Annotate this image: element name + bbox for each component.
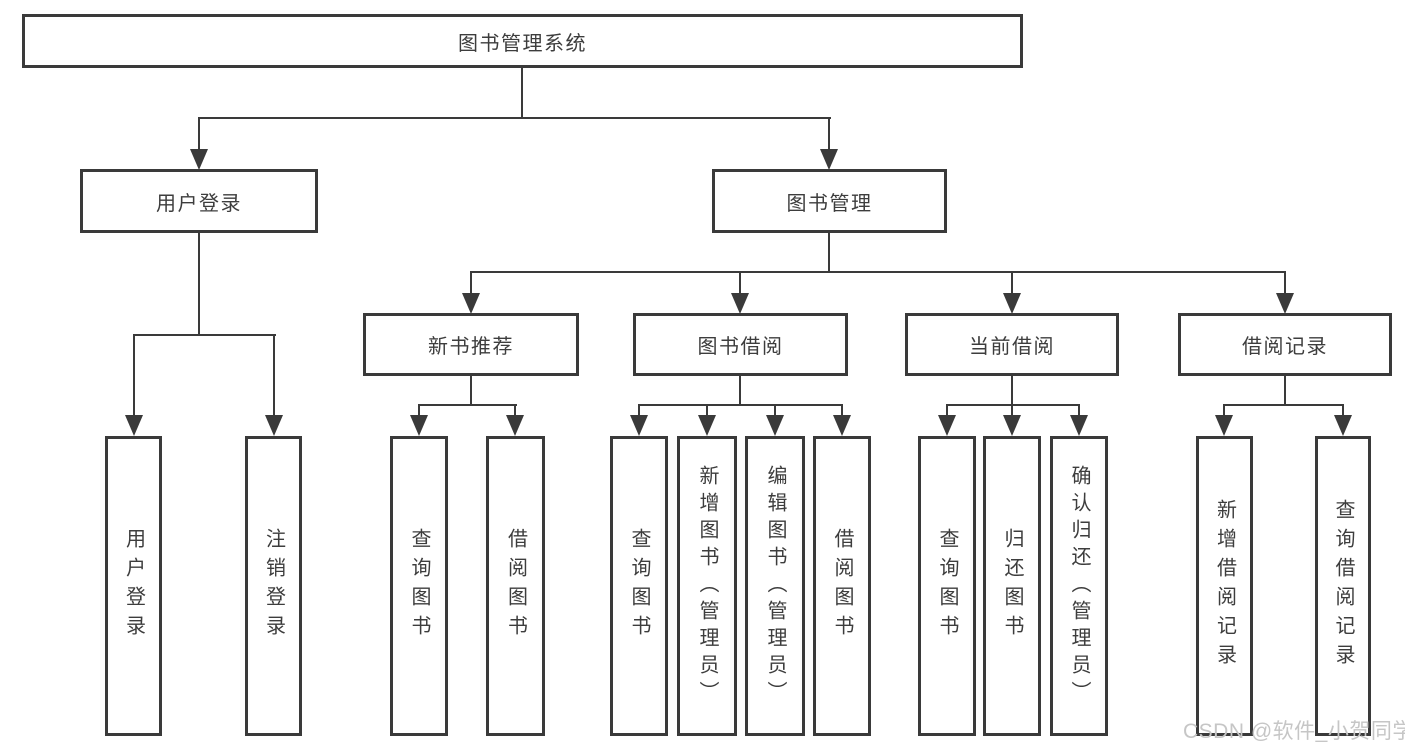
leaf-query-books-borrow: 查询图书	[610, 436, 668, 736]
leaf-add-borrow-record: 新增借阅记录	[1196, 436, 1253, 736]
connector-drop-leaf	[638, 404, 640, 417]
connector-drop-leaf	[418, 404, 420, 417]
connector-root-rail	[198, 117, 831, 119]
node-borrow-records: 借阅记录	[1178, 313, 1392, 376]
connector-current-trunk	[1011, 376, 1013, 405]
leaf-borrow-books-recommend: 借阅图书	[486, 436, 545, 736]
node-label: 借阅图书	[504, 528, 527, 644]
node-label: 注销登录	[262, 528, 285, 644]
leaf-query-books-recommend: 查询图书	[390, 436, 448, 736]
node-label: 查询图书	[408, 528, 430, 644]
node-label: 用户登录	[156, 192, 242, 215]
node-label: 图书管理系统	[458, 32, 587, 55]
connector-drop-book-mgmt	[828, 117, 830, 151]
connector-drop-leaf	[514, 404, 516, 417]
node-label: 图书借阅	[697, 336, 784, 358]
leaf-query-borrow-record: 查询借阅记录	[1315, 436, 1371, 736]
leaf-return-books: 归还图书	[983, 436, 1041, 736]
arrow-down-icon	[731, 293, 749, 314]
arrow-down-icon	[1070, 415, 1088, 436]
connector-user-login-rail	[133, 334, 276, 336]
connector-book-mgmt-trunk	[828, 232, 830, 273]
arrow-down-icon	[1276, 293, 1294, 314]
leaf-edit-book-admin: 编辑图书（管理员）	[745, 436, 805, 736]
node-label: 新书推荐	[428, 336, 514, 358]
leaf-query-books-current: 查询图书	[918, 436, 976, 736]
arrow-down-icon	[1215, 415, 1233, 436]
csdn-watermark: CSDN @软件_小贺同学	[1183, 720, 1405, 743]
arrow-down-icon	[833, 415, 851, 436]
connector-user-login-trunk	[198, 232, 200, 336]
connector-borrow-rail	[638, 404, 843, 406]
arrow-down-icon	[698, 415, 716, 436]
node-label: 借阅记录	[1242, 336, 1328, 358]
arrow-down-icon	[1334, 415, 1352, 436]
node-label: 查询图书	[936, 528, 958, 644]
node-label: 新增借阅记录	[1213, 499, 1236, 673]
node-label: 图书管理	[786, 192, 873, 215]
node-label: 当前借阅	[969, 336, 1055, 358]
connector-drop-leaf	[774, 404, 776, 417]
node-label: 归还图书	[1001, 528, 1023, 644]
node-label: 新增图书（管理员）	[696, 464, 718, 708]
node-book-borrow: 图书借阅	[633, 313, 848, 376]
connector-drop-borrow	[739, 271, 741, 294]
node-current-borrow: 当前借阅	[905, 313, 1119, 376]
leaf-add-book-admin: 新增图书（管理员）	[677, 436, 737, 736]
leaf-user-login: 用户登录	[105, 436, 162, 736]
connector-records-trunk	[1284, 376, 1286, 405]
node-new-book-recommend: 新书推荐	[363, 313, 579, 376]
connector-book-mgmt-rail	[470, 271, 1286, 273]
arrow-down-icon	[506, 415, 524, 436]
connector-borrow-trunk	[739, 376, 741, 405]
connector-drop-leaf	[1223, 404, 1225, 417]
node-library-management-system: 图书管理系统	[22, 14, 1023, 68]
node-user-login: 用户登录	[80, 169, 318, 233]
connector-drop-leaf	[841, 404, 843, 417]
arrow-down-icon	[462, 293, 480, 314]
leaf-borrow-books-borrow: 借阅图书	[813, 436, 871, 736]
connector-records-rail	[1223, 404, 1344, 406]
arrow-down-icon	[766, 415, 784, 436]
node-label: 查询借阅记录	[1332, 499, 1354, 673]
connector-recommend-trunk	[470, 376, 472, 405]
connector-drop-user-login	[198, 117, 200, 151]
arrow-down-icon	[265, 415, 283, 436]
node-label: 确认归还（管理员）	[1068, 464, 1090, 708]
node-book-management: 图书管理	[712, 169, 947, 233]
leaf-confirm-return-admin: 确认归还（管理员）	[1050, 436, 1108, 736]
connector-root-trunk	[521, 68, 523, 118]
arrow-down-icon	[190, 149, 208, 170]
connector-drop-leaf	[273, 334, 275, 416]
node-label: 借阅图书	[831, 528, 853, 644]
connector-recommend-rail	[418, 404, 517, 406]
node-label: 查询图书	[628, 528, 650, 644]
connector-drop-records	[1284, 271, 1286, 294]
leaf-logout: 注销登录	[245, 436, 302, 736]
connector-current-rail	[946, 404, 1080, 406]
arrow-down-icon	[938, 415, 956, 436]
connector-drop-leaf	[1078, 404, 1080, 417]
connector-drop-recommend	[470, 271, 472, 294]
node-label: 用户登录	[122, 528, 145, 644]
connector-drop-leaf	[946, 404, 948, 417]
connector-drop-leaf	[133, 334, 135, 416]
arrow-down-icon	[410, 415, 428, 436]
arrow-down-icon	[820, 149, 838, 170]
arrow-down-icon	[125, 415, 143, 436]
arrow-down-icon	[1003, 415, 1021, 436]
connector-drop-leaf	[1011, 404, 1013, 417]
connector-drop-current	[1011, 271, 1013, 294]
arrow-down-icon	[1003, 293, 1021, 314]
connector-drop-leaf	[1342, 404, 1344, 417]
connector-drop-leaf	[706, 404, 708, 417]
node-label: 编辑图书（管理员）	[764, 464, 786, 708]
arrow-down-icon	[630, 415, 648, 436]
